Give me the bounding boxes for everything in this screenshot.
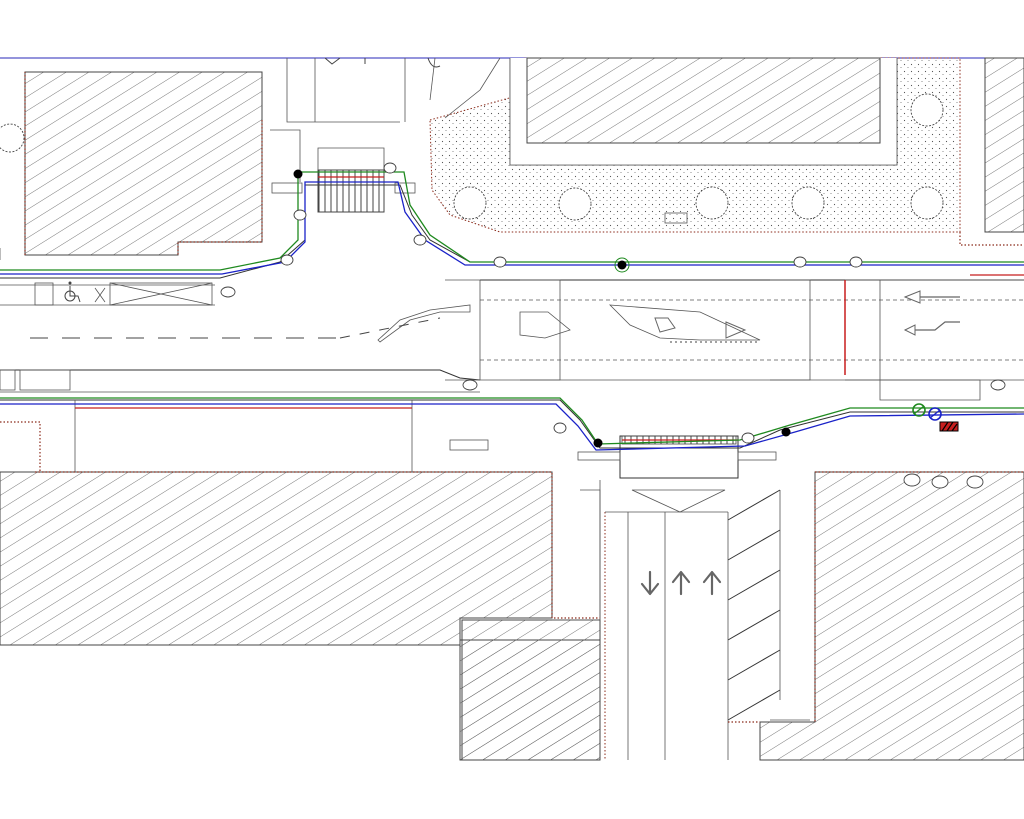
node-3 (593, 438, 603, 448)
traffic-islands (377, 279, 1024, 401)
building-south-block (461, 619, 601, 761)
arrow-up-icon (702, 570, 722, 596)
plaza-planted-area (429, 57, 961, 233)
hazard-block-icon (939, 421, 959, 432)
property-edges (24, 72, 1024, 723)
route-nodes (293, 169, 791, 448)
signal-blue-icon (928, 407, 942, 421)
node-2 (617, 260, 627, 270)
tree-icon (0, 93, 944, 221)
crosswalk-north (271, 147, 416, 213)
building-northwest (24, 71, 263, 256)
wheelchair-icon (64, 281, 106, 303)
node-1 (293, 169, 303, 179)
arrow-left-icon (903, 290, 960, 304)
turn-arrow-icon (903, 321, 960, 336)
route-green (0, 171, 1024, 445)
south-street (552, 480, 729, 760)
angled-parking (727, 489, 810, 721)
building-northeast (984, 57, 1024, 233)
red-accent-lines (75, 176, 1024, 441)
arrow-up-icon (671, 570, 691, 596)
turn-chevron (654, 317, 747, 339)
building-southeast (759, 471, 1024, 761)
north-symbols (324, 57, 688, 451)
curb-stones (220, 162, 1006, 489)
arrow-down-icon (640, 570, 660, 596)
route-blue (0, 181, 1024, 451)
lane-markings (30, 299, 1024, 361)
hatched-spaces (0, 282, 213, 391)
signal-green-icon (912, 403, 926, 417)
node-4 (781, 427, 791, 437)
